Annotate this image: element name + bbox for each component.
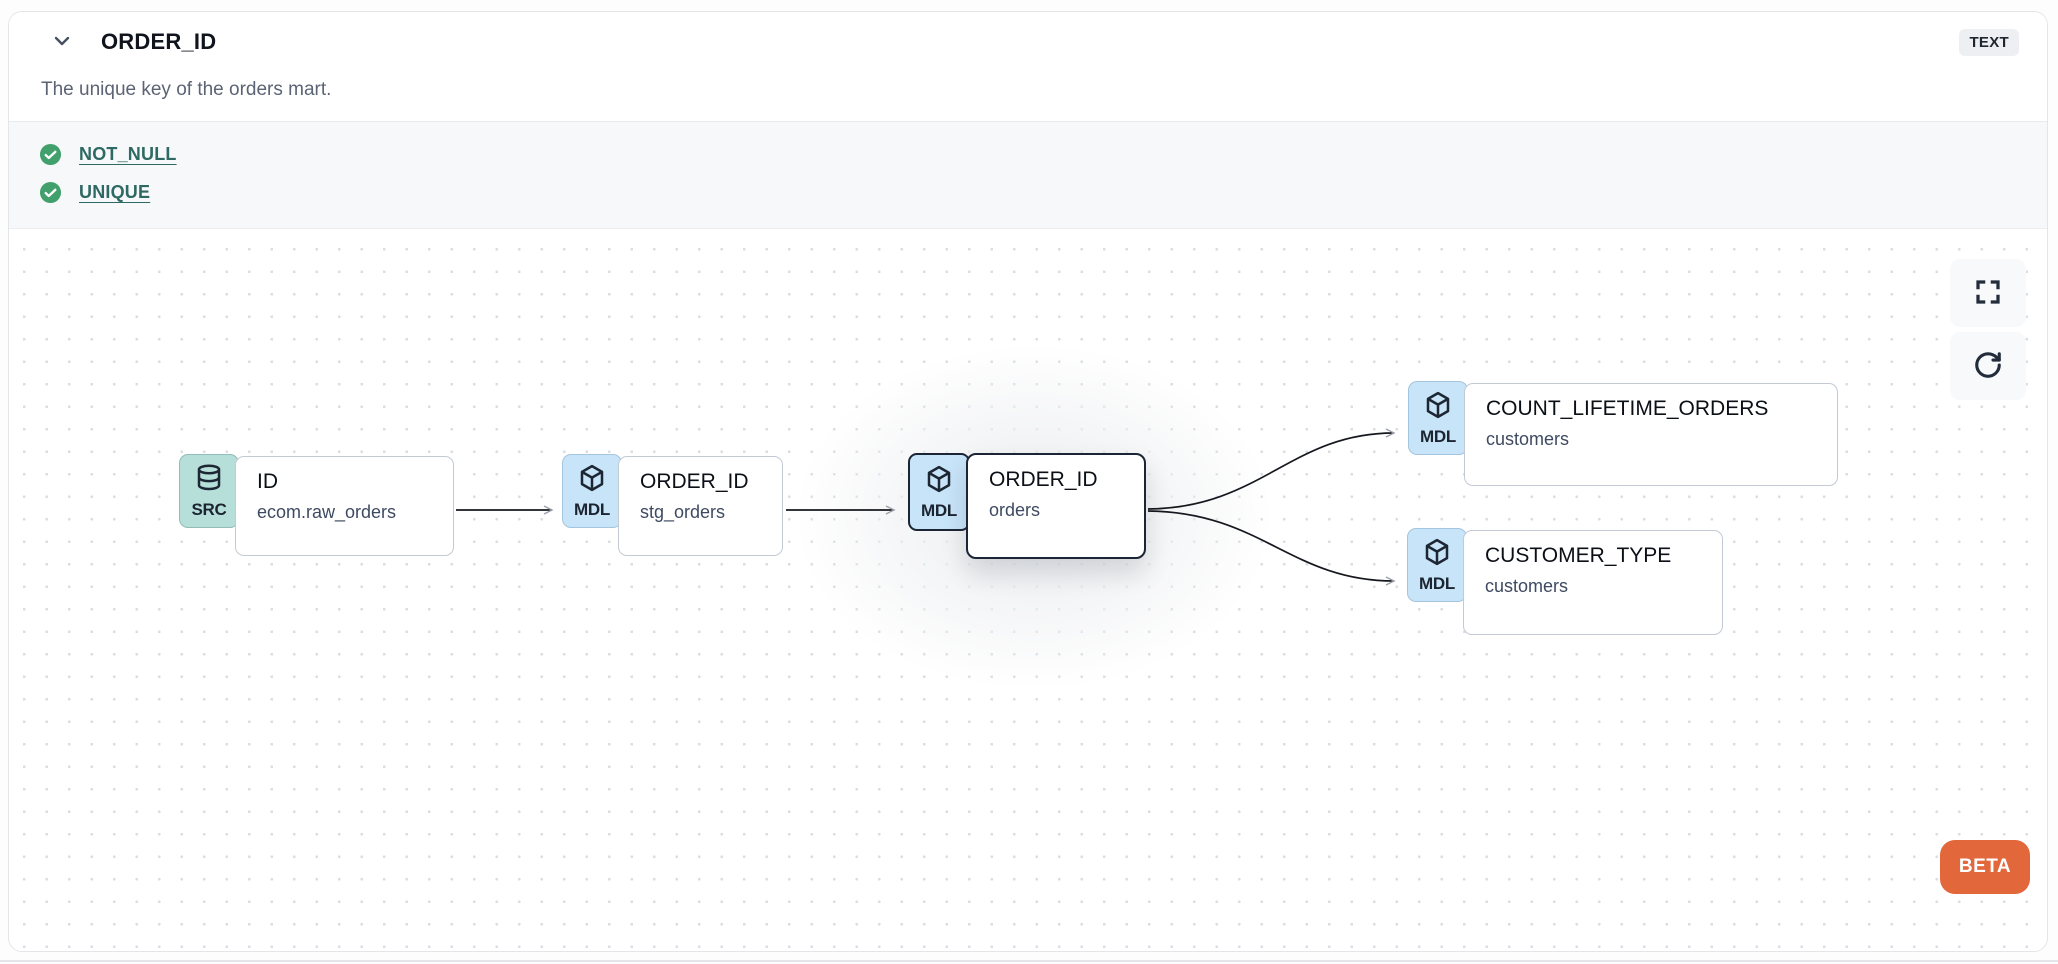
node-card: COUNT_LIFETIME_ORDERS customers [1464,383,1838,486]
edge-orders-to-count [1147,433,1394,510]
lineage-node-id-raw-orders[interactable]: SRC ID ecom.raw_orders [179,454,454,556]
cube-icon [577,463,607,498]
node-kind-label: MDL [1419,573,1455,593]
node-subtitle: customers [1485,576,1569,596]
node-kind-label: MDL [574,499,610,519]
test-row: NOT_NULL [39,143,2017,166]
node-title: ID [257,470,278,493]
node-kind-badge: SRC [179,454,239,528]
node-title: COUNT_LIFETIME_ORDERS [1486,397,1769,420]
beta-badge: BETA [1940,840,2030,894]
node-kind-badge: MDL [908,453,970,531]
column-detail-card: ORDER_ID TEXT The unique key of the orde… [8,11,2048,952]
node-kind-label: SRC [191,499,227,519]
lineage-canvas[interactable]: SRC ID ecom.raw_orders MDL ORDER_ID stg [9,229,2047,951]
collapse-button[interactable] [47,27,77,57]
cube-icon [1423,390,1453,425]
test-link-not-null[interactable]: NOT_NULL [79,144,177,164]
node-title: ORDER_ID [640,470,749,493]
node-kind-label: MDL [921,500,957,520]
refresh-button[interactable] [1950,332,2026,400]
node-card: CUSTOMER_TYPE customers [1463,530,1723,635]
chevron-down-icon [50,29,74,56]
lineage-node-customer-type[interactable]: MDL CUSTOMER_TYPE customers [1407,528,1723,635]
lineage-node-order-id-stg-orders[interactable]: MDL ORDER_ID stg_orders [562,454,783,556]
column-title: ORDER_ID [101,29,217,54]
column-description: The unique key of the orders mart. [41,79,332,100]
canvas-controls [1950,259,2026,400]
node-kind-badge: MDL [562,454,622,528]
node-kind-badge: MDL [1408,381,1468,455]
node-subtitle: ecom.raw_orders [257,502,397,522]
edge-orders-to-customer-type [1147,510,1394,581]
node-kind-label: MDL [1420,426,1456,446]
node-kind-badge: MDL [1407,528,1467,602]
lineage-node-count-lifetime-orders[interactable]: MDL COUNT_LIFETIME_ORDERS customers [1408,381,1838,486]
node-card: ID ecom.raw_orders [235,456,454,556]
type-badge: TEXT [1959,28,2019,56]
refresh-icon [1973,350,2003,383]
page-bottom-divider [0,960,2058,962]
cube-icon [1422,537,1452,572]
test-link-unique[interactable]: UNIQUE [79,182,151,202]
node-card: ORDER_ID orders [966,453,1146,559]
database-icon [194,463,224,498]
check-circle-icon [39,143,62,166]
node-subtitle: orders [989,500,1041,520]
cube-icon [924,464,954,499]
fullscreen-button[interactable] [1950,259,2026,327]
tests-section: NOT_NULL UNIQUE [9,121,2047,229]
node-subtitle: stg_orders [640,502,726,522]
lineage-edges [456,229,2047,909]
lineage-node-order-id-orders-selected[interactable]: MDL ORDER_ID orders [908,453,1146,559]
node-card: ORDER_ID stg_orders [618,456,783,556]
test-row: UNIQUE [39,181,2017,204]
node-title: ORDER_ID [989,468,1098,491]
header: ORDER_ID TEXT The unique key of the orde… [9,12,2047,121]
maximize-icon [1973,277,2003,310]
check-circle-icon [39,181,62,204]
node-title: CUSTOMER_TYPE [1485,544,1672,567]
node-subtitle: customers [1486,429,1570,449]
